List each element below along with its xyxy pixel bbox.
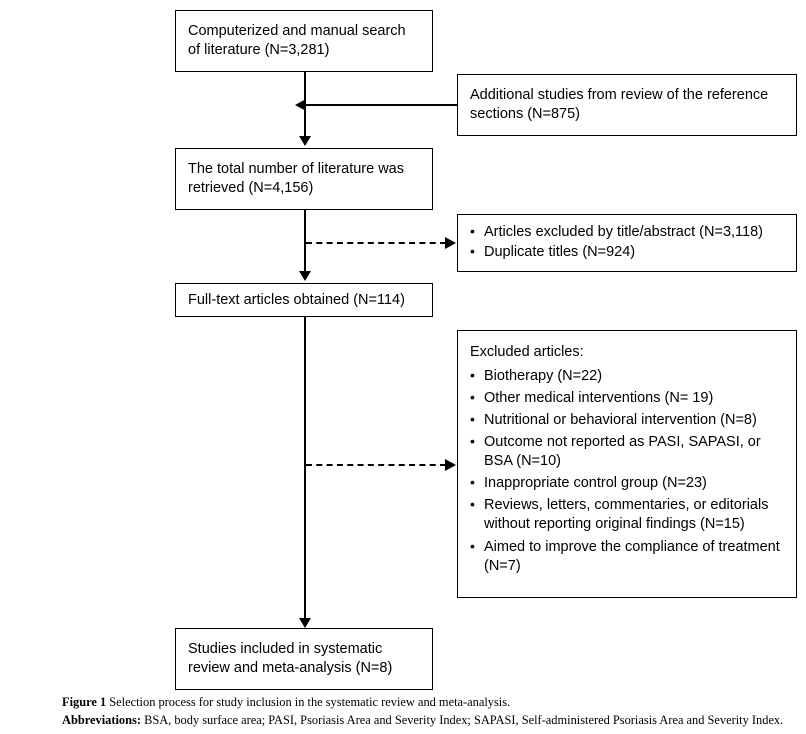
node-computerized-search-line1: Computerized and manual search	[188, 23, 406, 40]
node-additional-studies: Additional studies from review of the re…	[457, 74, 797, 136]
list-item: Biotherapy (N=22)	[470, 366, 786, 386]
list-item: Nutritional or behavioral intervention (…	[470, 410, 786, 430]
list-item: Inappropriate control group (N=23)	[470, 473, 786, 493]
node-total-literature: The total number of literature was retri…	[175, 148, 433, 210]
node-studies-included-line2: review and meta-analysis (N=8)	[188, 660, 393, 676]
node-total-literature-line2: retrieved (N=4,156)	[188, 180, 314, 196]
caption-figure-label: Figure 1	[62, 695, 107, 709]
node-excluded-first: Articles excluded by title/abstract (N=3…	[457, 214, 797, 272]
connector-fulltext-to-included-line	[304, 317, 306, 618]
excluded-first-list: Articles excluded by title/abstract (N=3…	[470, 222, 786, 263]
node-fulltext-articles: Full-text articles obtained (N=114)	[175, 283, 433, 317]
list-item: Duplicate titles (N=924)	[470, 242, 786, 262]
caption-abbreviations-label: Abbreviations:	[62, 712, 141, 727]
list-item: Articles excluded by title/abstract (N=3…	[470, 222, 786, 242]
figure-caption: Figure 1 Selection process for study inc…	[62, 694, 802, 730]
caption-figure-text: Selection process for study inclusion in…	[109, 695, 511, 709]
node-studies-included: Studies included in systematic review an…	[175, 628, 433, 690]
list-item: Other medical interventions (N= 19)	[470, 388, 786, 408]
node-total-literature-line1: The total number of literature was	[188, 161, 404, 178]
list-item: Outcome not reported as PASI, SAPASI, or…	[470, 432, 786, 471]
caption-abbreviations-text: BSA, body surface area; PASI, Psoriasis …	[144, 712, 784, 727]
connector-total-to-fulltext-arrowhead	[299, 271, 311, 281]
connector-excl1-arrowhead	[445, 237, 456, 249]
node-fulltext-articles-line1: Full-text articles obtained (N=114)	[188, 291, 405, 308]
flow-diagram-canvas: Computerized and manual search of litera…	[0, 0, 806, 690]
list-item: Aimed to improve the compliance of treat…	[470, 537, 786, 576]
connector-additional-to-trunk-line	[306, 104, 457, 106]
node-excluded-second: Excluded articles: Biotherapy (N=22) Oth…	[457, 330, 797, 598]
excluded-second-heading: Excluded articles:	[470, 344, 584, 360]
node-studies-included-line1: Studies included in systematic	[188, 641, 383, 658]
node-additional-studies-line1: Additional studies from review of the re…	[470, 87, 769, 104]
node-computerized-search-line2: of literature (N=3,281)	[188, 42, 330, 58]
connector-additional-to-trunk-arrowhead	[295, 99, 306, 111]
connector-fulltext-to-included-arrowhead	[299, 618, 311, 628]
connector-total-to-fulltext-line	[304, 210, 306, 271]
node-additional-studies-line2: sections (N=875)	[470, 106, 581, 122]
list-item: Reviews, letters, commentaries, or edito…	[470, 495, 786, 534]
connector-excl2-arrowhead	[445, 459, 456, 471]
node-computerized-search: Computerized and manual search of litera…	[175, 10, 433, 72]
excluded-second-list: Biotherapy (N=22) Other medical interven…	[470, 366, 786, 579]
caption-line-figure: Figure 1 Selection process for study inc…	[62, 694, 802, 712]
caption-line-abbreviations: Abbreviations: BSA, body surface area; P…	[62, 712, 802, 730]
connector-excl1-dashed-line	[306, 242, 446, 244]
connector-search-to-total-arrowhead	[299, 136, 311, 146]
connector-excl2-dashed-line	[306, 464, 446, 466]
